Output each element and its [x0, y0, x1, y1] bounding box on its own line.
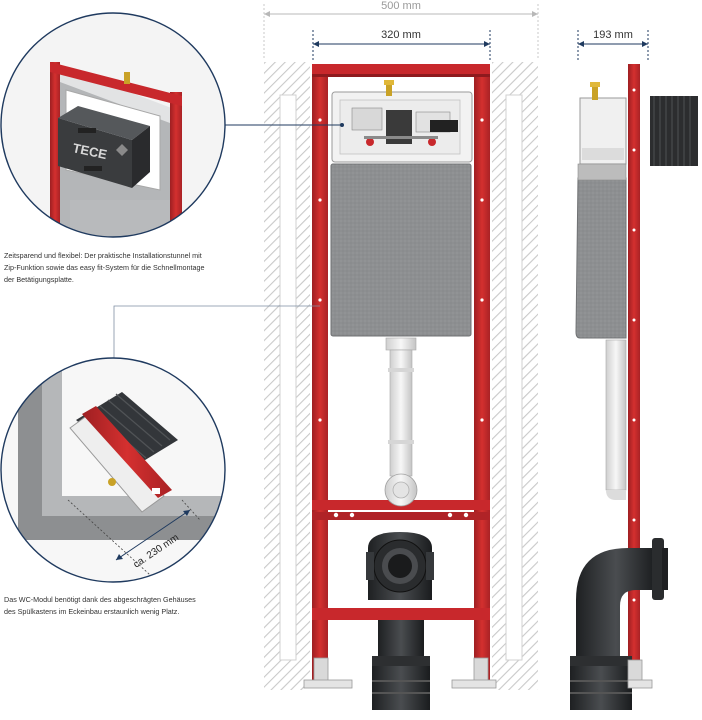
frame-top-bar — [312, 64, 490, 76]
frame-width-label: 320 mm — [381, 29, 421, 41]
drain-bend — [366, 532, 434, 710]
depth-label: 193 mm — [593, 29, 633, 41]
frame-bottom-bar — [312, 608, 490, 620]
side-frame-upright — [628, 64, 640, 684]
flush-pipe — [384, 337, 418, 507]
caption-top-line: Zeitsparend und flexibel: Der praktische… — [4, 251, 202, 260]
frame-upright-right — [474, 64, 490, 684]
frame-upright-left — [312, 64, 328, 684]
caption-top-line: der Betätigungsplatte. — [4, 275, 74, 284]
caption-top: Zeitsparend und flexibel: Der praktische… — [4, 250, 205, 286]
tece-logo: TECE — [71, 140, 108, 162]
detail-circle-top: TECE — [0, 12, 226, 238]
wall-hatching — [264, 62, 538, 690]
cistern-foam — [330, 163, 472, 337]
caption-bottom-line: des Spülkastens im Eckeinbau erstaunlich… — [4, 607, 180, 616]
overall-width-label: 500 mm — [381, 0, 421, 12]
caption-top-line: Zip-Funktion sowie das easy fit-System f… — [4, 263, 205, 272]
caption-bottom: Das WC-Modul benötigt dank des abgeschrä… — [4, 594, 196, 618]
leader-line-bottom — [113, 305, 320, 358]
detail-circle-bottom: ca. 230 mm — [0, 357, 226, 583]
overall-width-dimension: 500 mm — [263, 0, 539, 60]
side-access-box — [650, 96, 698, 166]
frame-width-dimension: 320 mm — [312, 29, 491, 62]
front-view-module — [113, 64, 497, 710]
caption-bottom-line: Das WC-Modul benötigt dank des abgeschrä… — [4, 595, 196, 604]
valve-housing — [331, 80, 473, 163]
side-view-module — [570, 64, 698, 710]
depth-dimension: 193 mm — [577, 29, 649, 62]
